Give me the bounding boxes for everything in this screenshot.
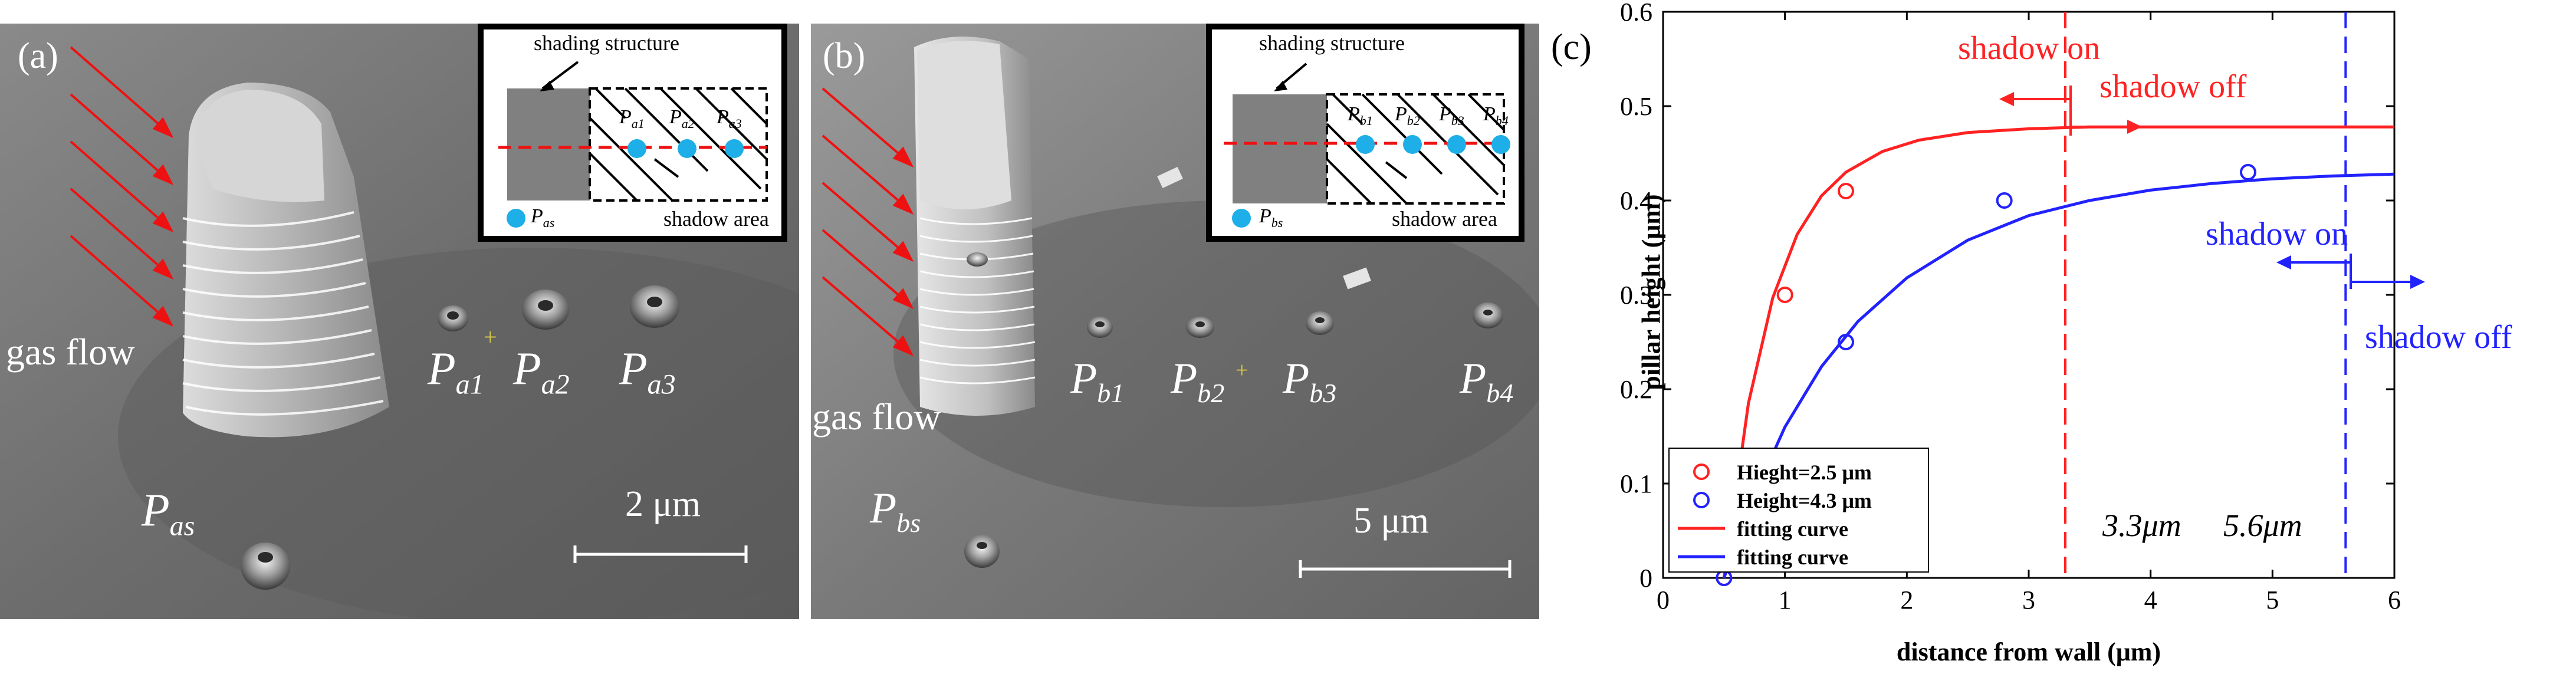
inset-source-label-a: Pas [531,205,555,230]
panel-label-a: (a) [18,36,58,76]
legend-label: fitting curve [1737,517,1848,541]
vline-label-red: 3.3μm [2102,508,2181,543]
shading-pillar-b [914,37,1036,416]
y-tick-label: 0.5 [1620,92,1652,121]
annotation-blue-shadow-off: shadow off [2365,319,2512,356]
panel-label-b: (b) [823,36,866,76]
data-point [2240,164,2256,180]
legend-label: Hieght=2.5 μm [1737,461,1872,484]
x-tick-label: 0 [1657,586,1670,614]
pillar-label-b1: Pb1 [1070,354,1125,408]
y-tick-label: 0.3 [1620,281,1652,310]
inset-diagram-a [478,24,787,242]
y-tick-label: 0.6 [1620,0,1652,27]
pillar-label-a3: Pa3 [619,343,676,400]
y-axis-label: pillar height (μm) [1637,194,1666,390]
annotation-red-shadow-on: shadow on [1958,30,2101,67]
data-point [1838,334,1854,350]
annotation-arrows [1999,86,2425,289]
marker-plus-a: + [484,324,497,350]
x-tick-label: 1 [1779,586,1792,614]
shading-pillar-a [182,83,389,438]
inset-source-label-b: Pbs [1259,205,1283,230]
pillar-label-a2: Pa2 [513,343,570,400]
scale-bar-label-a: 2 μm [625,484,701,524]
sem-image-a-graphic: + [0,24,799,619]
pillars-a [241,285,679,590]
fitting-curve-line [1722,172,2395,578]
pillar-label-a1: Pa1 [428,343,484,400]
sem-image-b-graphic: + [811,24,1539,619]
chart-panel-c: 0 1 2 3 4 5 6 0 0.1 0.2 0.3 0.4 0.5 0.6 Hieght=2.5 μm… [1545,0,2576,684]
scale-bar-a [573,545,748,563]
x-tick-label: 6 [2388,586,2401,614]
y-tick-label: 0 [1639,564,1652,593]
data-point [1838,183,1854,199]
x-axis-label: distance from wall (μm) [1896,637,2161,666]
annotation-red-shadow-off: shadow off [2099,68,2247,105]
inset-structure-label-b: shading structure [1259,31,1405,55]
inset-diagram-b [1206,24,1524,242]
x-tick-label: 4 [2144,586,2157,614]
x-tick-label: 3 [2022,586,2035,614]
pillar-label-b4: Pb4 [1460,354,1514,408]
panel-label-c: (c) [1551,27,1592,67]
gas-flow-arrows-b [822,87,914,356]
annotation-blue-shadow-on: shadow on [2206,216,2348,252]
pillar-label-as: Pas [142,484,195,542]
inset-structure-label-a: shading structure [534,31,679,55]
scale-bar-b [1299,560,1512,578]
legend-label: fitting curve [1737,545,1848,569]
gas-flow-arrows-a [70,46,174,327]
data-point [1776,287,1793,303]
gas-flow-label-a: gas flow [6,331,135,373]
pillar-label-b2: Pb2 [1171,354,1225,408]
x-tick-label: 2 [1900,586,1913,614]
pillar-label-bs: Pbs [870,484,921,538]
legend-marker [1693,464,1710,480]
data-point [1996,192,2013,209]
legend-label: Height=4.3 μm [1737,489,1872,512]
vline-label-blue: 5.6μm [2223,508,2302,543]
legend: Hieght=2.5 μm Height=4.3 μm fitting curve f… [1668,448,1929,573]
marker-plus-b: + [1236,358,1248,383]
x-tick-label: 5 [2266,586,2279,614]
pillars-b [964,167,1503,568]
sem-image-a: + (a) gas flow 2 μm Pa1 [0,24,799,619]
legend-marker [1693,492,1710,508]
inset-shadow-label-a: shadow area [663,207,769,231]
inset-shadow-label-b: shadow area [1392,207,1497,231]
pillar-label-b3: Pb3 [1283,354,1337,408]
height-distance-chart: 0 1 2 3 4 5 6 0 0.1 0.2 0.3 0.4 0.5 0.6 Hieght=2.5 μm… [1620,0,2425,614]
y-tick-label: 0.4 [1620,186,1652,215]
sem-image-b: + (b) gas flow 5 μm Pb1 Pb [811,24,1539,619]
y-tick-label: 0.1 [1620,469,1652,498]
gas-flow-label-b: gas flow [812,396,941,438]
y-tick-label: 0.2 [1620,375,1652,404]
scale-bar-label-b: 5 μm [1353,501,1429,541]
